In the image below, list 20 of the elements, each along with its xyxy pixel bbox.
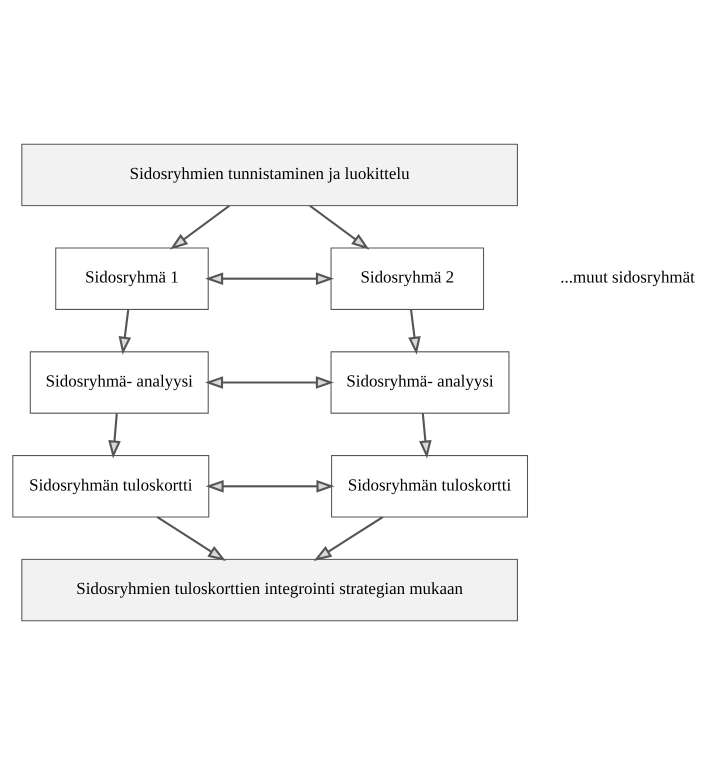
arrow — [206, 480, 334, 493]
arrow — [314, 516, 384, 561]
arrow — [309, 204, 370, 250]
arrow — [205, 272, 334, 286]
arrow — [156, 516, 226, 561]
arrow — [118, 309, 132, 355]
node-box: Sidosryhmä 1 — [55, 247, 209, 310]
arrow — [170, 204, 230, 250]
node-box: Sidosryhmien tuloskorttien integrointi strategian mukaan — [21, 558, 518, 622]
arrow — [108, 413, 121, 459]
node-box: Sidosryhmä- analyysi — [330, 351, 510, 414]
node-box: Sidosryhmien tunnistaminen ja luokittelu — [21, 144, 518, 206]
node-box: Sidosryhmä- analyysi — [30, 351, 209, 414]
node-box: Sidosryhmä 2 — [330, 247, 484, 310]
node-box: Sidosryhmän tuloskortti — [331, 455, 528, 518]
label: ...muut sidosryhmät — [560, 268, 695, 287]
arrow — [419, 413, 432, 459]
arrow — [205, 376, 334, 389]
arrow — [408, 309, 421, 355]
node-box: Sidosryhmän tuloskortti — [12, 455, 210, 518]
